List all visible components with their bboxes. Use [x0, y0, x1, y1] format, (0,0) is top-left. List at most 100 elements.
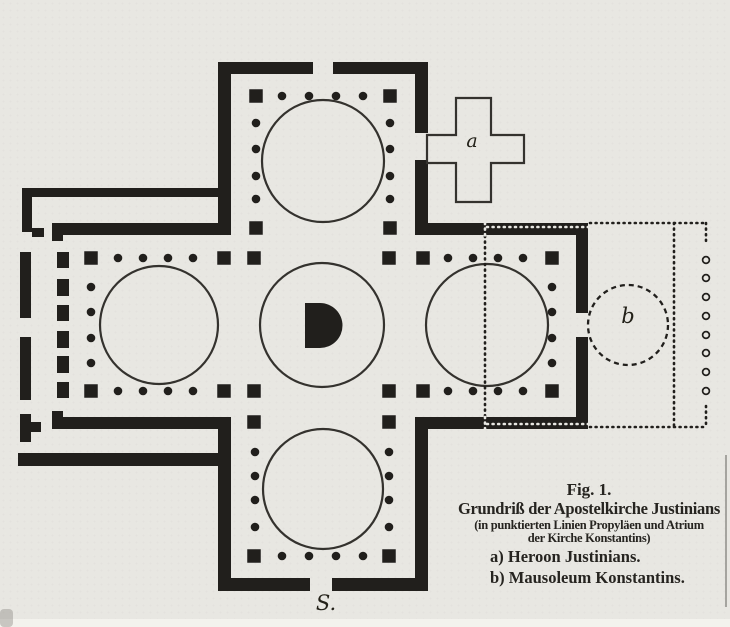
wall-segment	[415, 160, 428, 235]
pier-square	[382, 251, 396, 265]
dome-circle	[98, 264, 220, 386]
figure-subtitle-1: (in punktierten Linien Propyläen und Atr…	[474, 518, 704, 532]
wall-segment	[57, 305, 69, 321]
pier-square	[382, 415, 396, 429]
column-dot	[385, 144, 395, 154]
column-dot	[304, 91, 314, 101]
column-dot	[251, 194, 261, 204]
pier-square	[247, 415, 261, 429]
column-dot	[384, 522, 394, 532]
column-dot	[250, 447, 260, 457]
legend-entry-a: a) Heroon Justinians.	[490, 547, 641, 566]
atrium-column-ring	[701, 348, 711, 358]
label-mausoleum-b: b	[621, 304, 635, 328]
pier-square	[84, 251, 98, 265]
column-dot	[113, 386, 123, 396]
column-dot	[358, 91, 368, 101]
column-dot	[443, 253, 453, 263]
dome-circle	[424, 262, 550, 388]
wall-segment	[218, 578, 310, 591]
figure-caption: Fig. 1. Grundriß der Apostelkirche Justi…	[444, 480, 730, 587]
wall-segment	[31, 422, 41, 432]
column-dot	[468, 386, 478, 396]
atrium-column-ring	[701, 386, 711, 396]
column-dot	[547, 358, 557, 368]
pier-square	[249, 89, 263, 103]
pier-square	[247, 549, 261, 563]
column-dot	[86, 282, 96, 292]
wall-segment	[57, 356, 69, 373]
scan-smudge-artifact	[0, 609, 13, 627]
wall-segment	[415, 62, 428, 133]
mausoleum-dashed-circle	[586, 283, 670, 367]
column-dot	[384, 447, 394, 457]
pier-square	[416, 384, 430, 398]
pier-square	[416, 251, 430, 265]
dome-circle	[258, 261, 386, 389]
wall-segment	[332, 578, 428, 591]
column-dot	[277, 551, 287, 561]
column-dot	[163, 386, 173, 396]
column-dot	[188, 386, 198, 396]
column-dot	[251, 171, 261, 181]
wall-segment	[22, 188, 218, 197]
wall-segment	[576, 235, 588, 313]
column-dot	[250, 522, 260, 532]
column-dot	[384, 471, 394, 481]
wall-segment	[415, 429, 428, 591]
dome-circle	[260, 98, 386, 224]
wall-segment	[20, 414, 31, 442]
column-dot	[443, 386, 453, 396]
atrium-column-ring	[701, 311, 711, 321]
wall-segment	[57, 279, 69, 296]
column-dot	[251, 144, 261, 154]
atrium-column-ring	[701, 330, 711, 340]
pier-square	[217, 251, 231, 265]
pier-square	[545, 384, 559, 398]
pier-square	[382, 549, 396, 563]
wall-segment	[57, 331, 69, 348]
heroon-outline	[425, 96, 526, 204]
wall-segment	[20, 252, 31, 318]
column-dot	[518, 386, 528, 396]
figure-subtitle-2: der Kirche Konstantins)	[527, 531, 651, 545]
column-dot	[358, 551, 368, 561]
pier-square	[247, 251, 261, 265]
wall-segment	[32, 228, 44, 237]
atrium-column-ring	[701, 273, 711, 283]
column-dot	[493, 253, 503, 263]
wall-segment	[52, 417, 231, 429]
wall-segment	[52, 235, 63, 241]
column-dot	[251, 118, 261, 128]
column-dot	[385, 194, 395, 204]
column-dot	[547, 282, 557, 292]
column-dot	[86, 358, 96, 368]
column-dot	[138, 253, 148, 263]
wall-segment	[218, 62, 313, 74]
column-dot	[163, 253, 173, 263]
pier-square	[84, 384, 98, 398]
pier-square	[249, 221, 263, 235]
wall-segment	[576, 337, 588, 417]
atrium-column-ring	[701, 255, 711, 265]
pier-square	[382, 384, 396, 398]
wall-segment	[415, 417, 588, 429]
pier-square	[383, 221, 397, 235]
column-dot	[304, 551, 314, 561]
column-dot	[385, 118, 395, 128]
page-bottom-margin	[0, 619, 730, 627]
column-dot	[468, 253, 478, 263]
column-dot	[518, 253, 528, 263]
column-dot	[493, 386, 503, 396]
altar-apse	[305, 303, 343, 348]
column-dot	[86, 333, 96, 343]
column-dot	[277, 91, 287, 101]
column-dot	[138, 386, 148, 396]
column-dot	[547, 333, 557, 343]
wall-segment	[52, 411, 63, 417]
column-dot	[188, 253, 198, 263]
figure-number: Fig. 1.	[566, 480, 612, 499]
wall-segment	[218, 429, 231, 591]
